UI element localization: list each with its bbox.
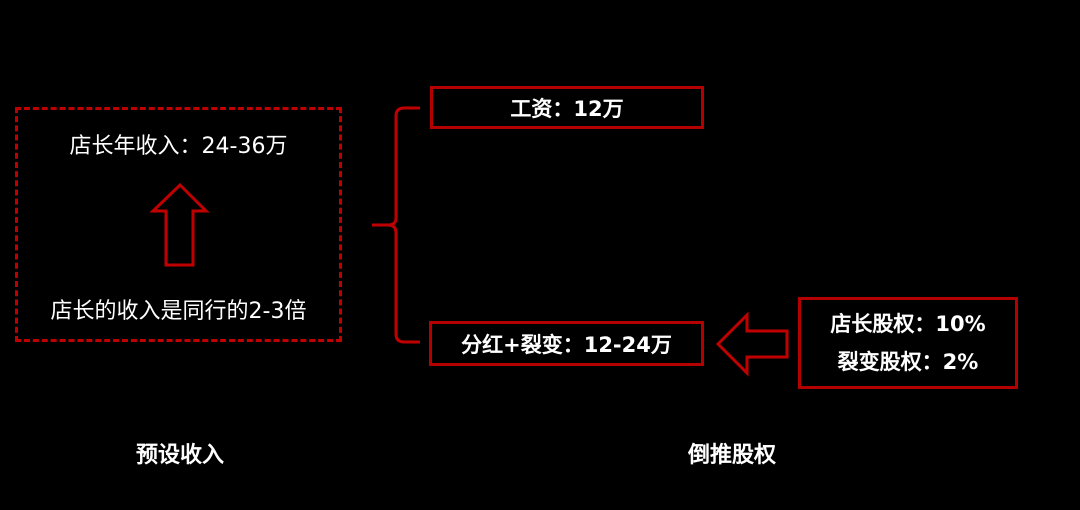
store-manager-equity: 店长股权：10% <box>830 312 986 336</box>
label-derive-equity: 倒推股权 <box>687 443 776 468</box>
income-ratio-text: 店长的收入是同行的2-3倍 <box>50 299 307 324</box>
fission-equity: 裂变股权：2% <box>837 350 979 374</box>
up-arrow-icon <box>149 182 210 267</box>
brace <box>372 106 420 344</box>
salary-box: 工资：12万 <box>430 86 704 129</box>
annual-income-text: 店长年收入：24-36万 <box>69 134 288 159</box>
label-preset-income: 预设收入 <box>135 443 224 468</box>
dividend-box: 分红+裂变：12-24万 <box>429 321 704 366</box>
equity-box: 店长股权：10% 裂变股权：2% <box>798 297 1018 389</box>
left-arrow-icon <box>715 311 789 377</box>
preset-income-box <box>15 107 342 342</box>
